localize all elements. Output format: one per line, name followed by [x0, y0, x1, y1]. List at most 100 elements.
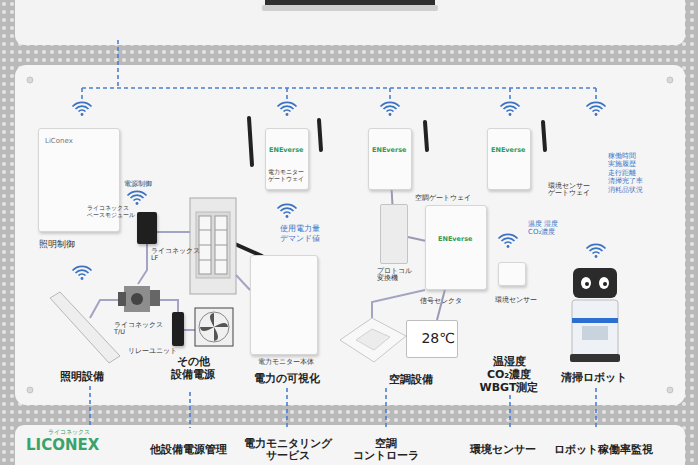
device-label: 電力モニタリング サービス: [240, 437, 336, 461]
robot-body: [572, 300, 618, 356]
gateway-device: ENEverse 電力モニター ゲートウェイ: [265, 128, 309, 190]
bus-line: [389, 88, 391, 100]
device-label: 他設備電源管理: [140, 444, 236, 457]
equipment-label: 電力の可視化: [244, 372, 330, 385]
wire: [236, 275, 250, 290]
wire: [157, 231, 190, 233]
device-label: 28℃: [417, 330, 455, 346]
panel-screws: [27, 77, 673, 393]
breaker-row: [199, 216, 211, 274]
screw: [667, 77, 673, 83]
breaker-line: [215, 245, 227, 246]
main-panel: [15, 65, 685, 405]
wire: [160, 300, 178, 312]
cassette-body: [340, 318, 406, 362]
top-panel: [15, 0, 685, 45]
device-label: ライコネックス ベースモジュール: [87, 205, 119, 219]
base-module: LiConexライコネックス ベースモジュール照明制御: [38, 128, 120, 232]
panel-box: [190, 198, 236, 294]
equipment-label: 空調設備: [380, 373, 442, 386]
robot-base: [570, 354, 620, 362]
breaker-line: [215, 230, 227, 231]
lf-module: ライコネックス LF: [137, 212, 157, 244]
wifi-icon: [73, 266, 92, 280]
device-heading: ENEverse: [438, 236, 482, 243]
wire: [372, 290, 425, 318]
breaker-line: [199, 245, 211, 246]
bus-line: [286, 88, 288, 100]
wifi-icon: [499, 234, 518, 248]
service-link: [595, 388, 597, 428]
device-heading: ENEverse: [491, 147, 529, 154]
device-label: LICONEX: [26, 437, 122, 454]
breaker-row: [215, 216, 227, 274]
bus-line: [81, 88, 83, 100]
equipment-label: その他 設備電源: [158, 355, 228, 381]
data-note: 稼働時間 実施履歴 走行距離 清掃完了率 消耗品状況: [608, 152, 663, 194]
network-bus: [82, 40, 596, 428]
thermostat: 28℃: [406, 320, 458, 358]
wire: [184, 329, 195, 331]
function-label: 電源制御: [124, 180, 164, 188]
screw: [27, 387, 33, 393]
wifi-icon: [501, 102, 520, 116]
device-body: [124, 286, 150, 312]
device-heading: ENEverse: [269, 147, 307, 154]
device-part: [118, 292, 126, 306]
screw: [27, 77, 33, 83]
robot-pupil: [603, 282, 607, 286]
antenna: [249, 118, 252, 165]
fan: [195, 308, 233, 346]
device-label: 照明制御: [39, 239, 99, 249]
device-label: 電力モニター ゲートウェイ: [268, 169, 310, 183]
antenna: [319, 120, 321, 150]
power-monitor: 電力モニター本体: [250, 255, 318, 355]
env-sensor: 環境センサー: [498, 262, 526, 286]
service-title: 電力モニタリング サービス: [240, 437, 336, 463]
device-label: 電力モニター本体: [251, 359, 321, 366]
robot-panel: [582, 326, 608, 340]
bottom-panel: [15, 425, 685, 465]
breaker-line: [215, 260, 227, 261]
bus-line: [595, 88, 597, 100]
robot-band: [572, 318, 618, 323]
device-label: 環境センサー: [455, 444, 551, 457]
bus-line: [509, 88, 511, 100]
relay-unit: リレーユニット: [172, 312, 184, 346]
service-link: [89, 386, 91, 428]
device-label: 空調ゲートウェイ: [415, 195, 465, 202]
device-label: ライコネックス T/U: [114, 322, 166, 337]
data-note: 温度 湿度 CO₂濃度: [528, 220, 564, 237]
antenna: [425, 122, 427, 150]
wifi-icon: [278, 204, 297, 218]
laptop-base: [262, 5, 438, 11]
data-note: 使用電力量 デマンド値: [280, 224, 330, 243]
service-title: 他設備電源管理: [140, 444, 236, 460]
fan-blades: [200, 313, 228, 341]
fan-frame: [195, 308, 233, 346]
breaker-line: [199, 260, 211, 261]
wire: [90, 300, 122, 318]
wifi-icon: [278, 102, 297, 116]
service-link: [385, 388, 387, 428]
cleaning-robot: 清掃ロボット: [568, 268, 620, 363]
wire-connector: [408, 237, 425, 241]
protocol-converter: プロトコル 変換機: [380, 204, 408, 264]
service-link: [189, 392, 191, 428]
equipment-label: 温湿度 CO₂濃度 WBGT測定: [474, 355, 544, 395]
robot-pupil: [585, 282, 589, 286]
device-label: 環境センサー: [495, 297, 539, 304]
device-label: 清掃ロボット: [560, 372, 628, 385]
robot-eye: [581, 277, 591, 289]
tu-device: [118, 286, 160, 312]
device-heading: ENEverse: [372, 147, 410, 154]
device-label: 信号セレクタ: [420, 298, 476, 305]
breaker-panel: [190, 198, 236, 294]
device-part: [131, 293, 143, 305]
antenna: [543, 122, 545, 150]
device-label: ロボット稼働率監視: [548, 444, 658, 457]
wifi-icon: [128, 191, 147, 205]
fan-ring: [199, 312, 229, 342]
